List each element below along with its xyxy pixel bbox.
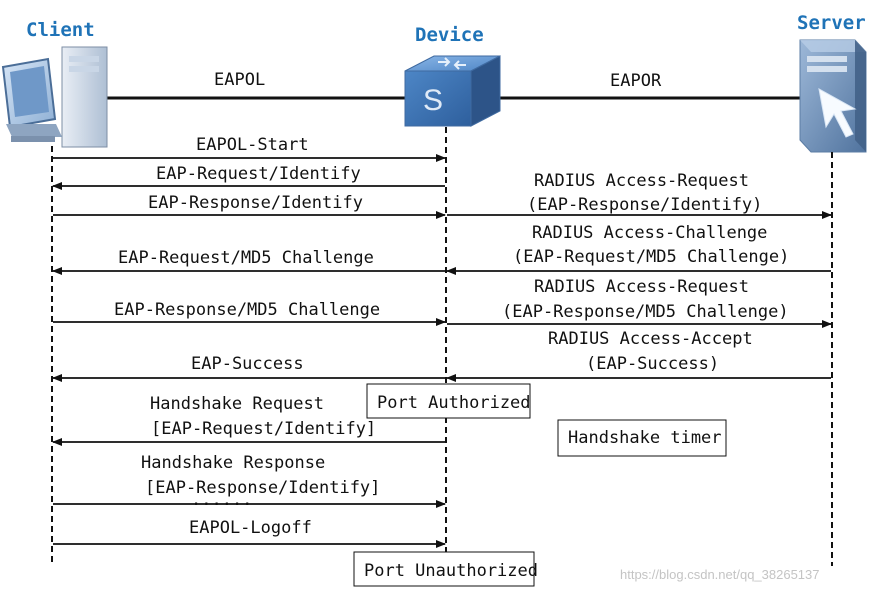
label-radius-accept-sub: (EAP-Success) <box>586 354 719 374</box>
port-authorized-label: Port Authorized <box>377 393 531 413</box>
label-radius-request-1-sub: (EAP-Response/Identify) <box>527 195 762 215</box>
handshake-timer-box <box>557 419 727 457</box>
server-title: Server <box>797 12 866 34</box>
eapor-label: EAPOR <box>610 71 662 91</box>
label-eap-response-identify: EAP-Response/Identify <box>148 193 363 213</box>
client-title: Client <box>26 19 95 41</box>
label-radius-request-1: RADIUS Access-Request <box>534 171 749 191</box>
label-eap-success: EAP-Success <box>191 354 304 374</box>
handshake-ellipsis: ...... <box>191 490 252 510</box>
label-eapol-start: EAPOL-Start <box>196 135 309 155</box>
eapol-label: EAPOL <box>214 70 265 90</box>
label-handshake-response: Handshake Response <box>141 453 325 473</box>
server-icon <box>799 39 867 153</box>
handshake-timer-label: Handshake timer <box>568 428 722 448</box>
watermark-text: https://blog.csdn.net/qq_38265137 <box>620 567 820 582</box>
label-eap-request-identify: EAP-Request/Identify <box>156 164 361 184</box>
label-eapol-logoff: EAPOL-Logoff <box>189 518 312 538</box>
label-radius-challenge-sub: (EAP-Request/MD5 Challenge) <box>513 247 789 267</box>
port-authorized-box <box>366 383 531 419</box>
switch-letter-icon: S <box>423 84 443 117</box>
port-unauthorized-label: Port Unauthorized <box>364 561 538 581</box>
label-handshake-response-sub: [EAP-Response/Identify] <box>145 478 380 498</box>
label-eap-request-md5: EAP-Request/MD5 Challenge <box>118 248 374 268</box>
label-handshake-request-sub: [EAP-Request/Identify] <box>151 419 376 439</box>
device-title: Device <box>415 24 484 46</box>
label-radius-challenge: RADIUS Access-Challenge <box>532 223 767 243</box>
label-radius-accept: RADIUS Access-Accept <box>548 329 753 349</box>
switch-icon: S <box>404 55 501 127</box>
port-unauthorized-box <box>353 551 535 587</box>
label-eap-response-md5: EAP-Response/MD5 Challenge <box>114 300 380 320</box>
label-radius-request-2-sub: (EAP-Response/MD5 Challenge) <box>502 302 789 322</box>
label-handshake-request: Handshake Request <box>150 394 324 414</box>
computer-icon <box>1 46 108 148</box>
label-radius-request-2: RADIUS Access-Request <box>534 277 749 297</box>
